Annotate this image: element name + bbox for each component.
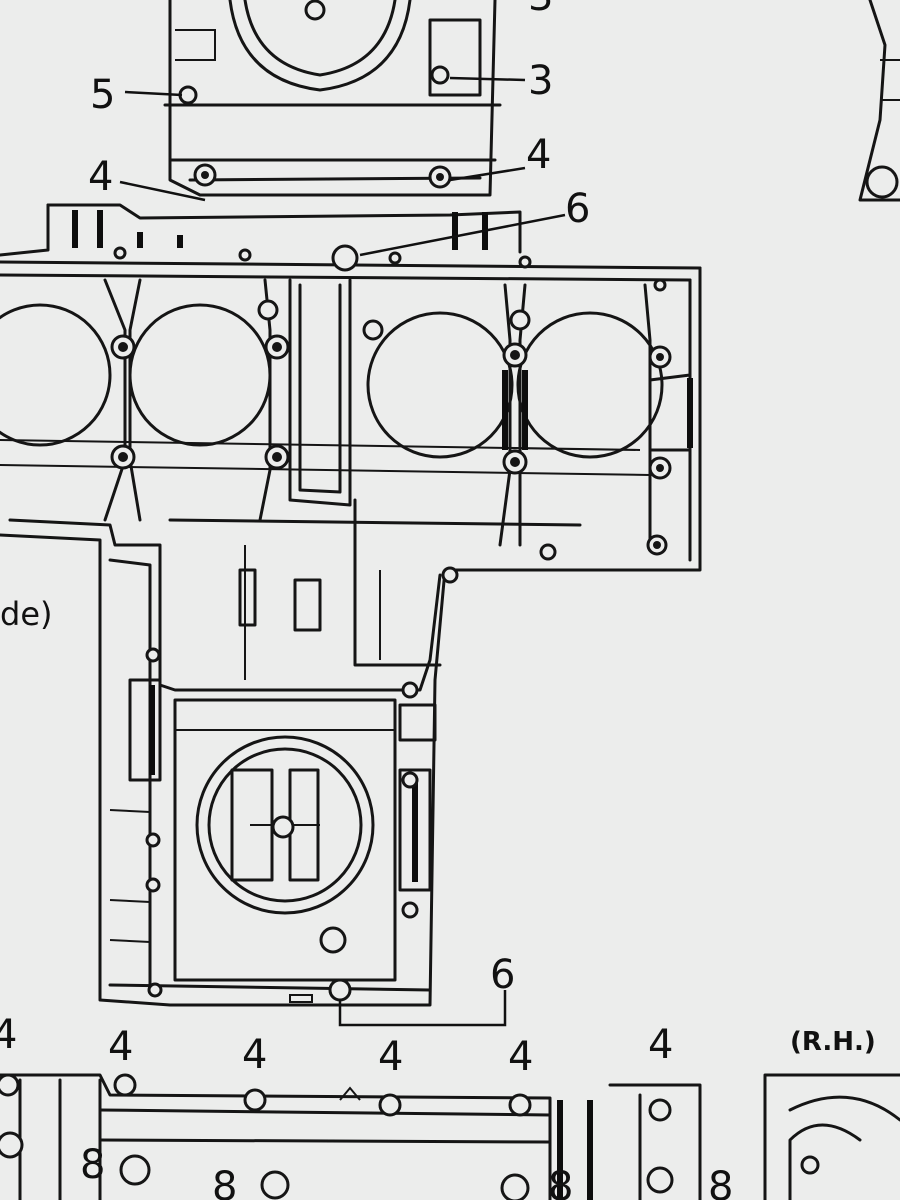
label-8: 8: [212, 1164, 237, 1200]
lower-case: [0, 1073, 900, 1200]
leader-lines: [119, 76, 566, 1027]
crankcase-body: [0, 203, 702, 1007]
label-6-upper: 6: [565, 186, 590, 232]
label-4-bottom: 4: [242, 1032, 267, 1078]
label-4-bottom: 4: [108, 1024, 133, 1070]
label-8: 8: [80, 1142, 105, 1188]
label-4-upper-left: 4: [88, 154, 113, 200]
top-cover: [163, 0, 502, 197]
label-right-hand: (R.H.): [790, 1027, 876, 1057]
label-4-bottom: 4: [648, 1022, 673, 1068]
label-6-lower: 6: [490, 952, 515, 998]
label-side-fragment: de): [0, 595, 52, 633]
label-4-bottom: 4: [378, 1034, 403, 1080]
body-bolts: [110, 244, 672, 1002]
label-3: 3: [528, 58, 553, 104]
label-4-upper-right: 4: [526, 132, 551, 178]
label-8: 8: [708, 1164, 733, 1200]
label-5: 5: [90, 72, 115, 118]
label-4-bottom: 4: [0, 1012, 17, 1058]
label-3-top: 3: [528, 0, 553, 20]
callout-labels: 3 3 5 4 4 6 6 de) (R.H.) 4 4 4 4 4 4 8 8…: [0, 0, 876, 1200]
label-8: 8: [548, 1164, 573, 1200]
label-4-bottom: 4: [508, 1034, 533, 1080]
top-right-fragment: [858, 0, 900, 202]
